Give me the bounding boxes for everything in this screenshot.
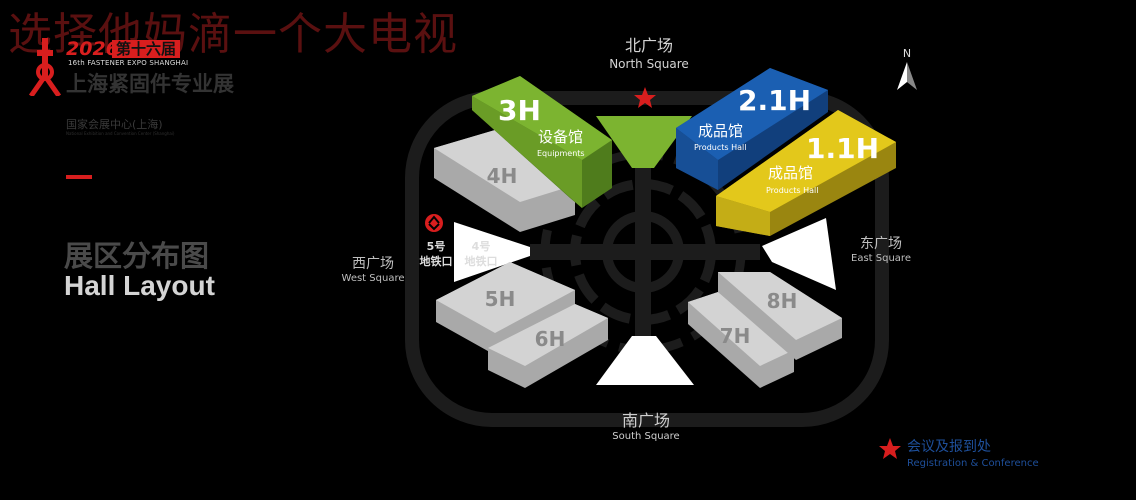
section-title-cn: 展区分布图 [64,239,210,273]
metro-4-line2: 地铁口 [465,254,498,268]
divider [66,175,92,179]
hall-4h: 4H [434,130,575,232]
north-arrow-icon [897,62,917,90]
hall-2-1h: 2.1H 成品馆 Products Hall [676,68,828,190]
north-square-en: North Square [609,57,689,71]
hall-7h-number: 7H [720,324,751,348]
hall-6h: 6H [488,304,608,388]
hall-8h-number: 8H [767,289,798,313]
section-title-en: Hall Layout [64,270,215,301]
metro-icon [425,214,443,232]
west-square-cn: 西广场 [352,256,394,272]
east-square-cn: 东广场 [860,236,902,252]
hall-8h: 8H [718,272,842,360]
hall-1-1h-name-en: Products Hall [766,186,818,195]
east-square-en: East Square [851,253,911,264]
logo-edition-badge: 第十六届 [112,40,181,58]
compass-label: N [903,47,911,60]
south-square-cn: 南广场 [622,411,670,430]
hall-2-1h-name-en: Products Hall [694,143,746,152]
venue-name: 国家会展中心(上海) [66,118,163,131]
south-square-en: South Square [612,431,679,442]
venue-name-en: National Exhibition and Convention Cente… [66,131,175,136]
west-plaza [454,222,530,282]
hall-2-1h-number: 2.1H [738,84,811,117]
hall-5h-number: 5H [485,287,516,311]
hall-3h-number: 3H [498,94,541,127]
hall-4h-number: 4H [487,164,518,188]
metro-5-line1: 5号 [427,240,446,253]
watermark-text: 选择他妈滴一个大电视 [8,9,458,60]
hall-7h: 7H [688,292,794,388]
metro-5-line2: 地铁口 [420,254,453,268]
logo-name: 上海紧固件专业展 [66,72,234,96]
north-plaza [596,116,692,168]
hall-3h: 3H 设备馆 Equipments [472,76,612,208]
expo-logo-icon [28,38,62,96]
hall-1-1h-number: 1.1H [806,132,879,165]
south-plaza [596,336,694,385]
hall-2-1h-name: 成品馆 [698,122,743,140]
registration-star-icon [634,87,656,108]
east-plaza [762,218,836,290]
hall-3h-name-en: Equipments [537,149,585,158]
hall-5h: 5H [436,262,575,355]
metro-4-line1: 4号 [472,240,491,253]
hall-1-1h-name: 成品馆 [768,164,813,182]
hall-6h-number: 6H [535,327,566,351]
hall-1-1h: 1.1H 成品馆 Products Hall [716,110,896,236]
hall-3h-name: 设备馆 [538,128,583,146]
logo-year: 2026 [66,38,119,60]
legend-star-icon [879,438,901,459]
west-square-en: West Square [342,273,405,284]
logo-subtitle: 16th FASTENER EXPO SHANGHAI [68,59,189,67]
legend-label-cn: 会议及报到处 [907,439,991,455]
legend-label-en: Registration & Conference [907,458,1039,469]
north-square-cn: 北广场 [625,36,673,55]
